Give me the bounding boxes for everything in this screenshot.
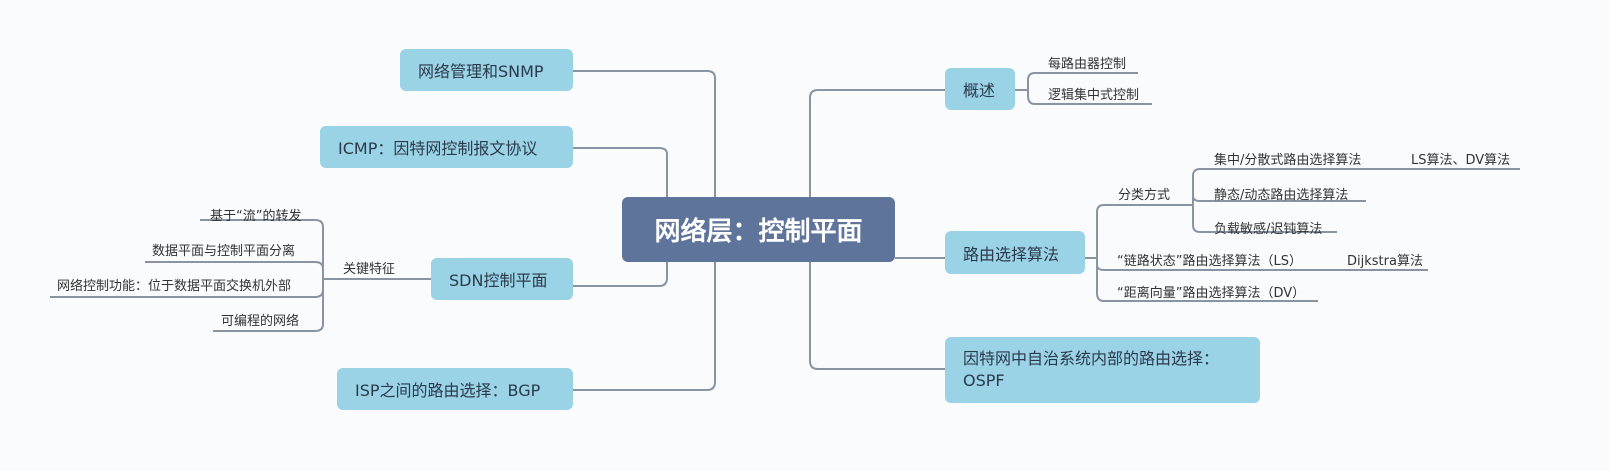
topic-ospf[interactable]: 因特网中自治系统内部的路由选择： OSPF [945,337,1260,403]
ospf-line-1: 因特网中自治系统内部的路由选择： [963,349,1220,368]
dv-algorithm[interactable]: “距离向量”路由选择算法（DV） [1117,286,1306,301]
topic-snmp[interactable]: 网络管理和SNMP [400,49,573,91]
sdn-feature-3[interactable]: 网络控制功能：位于数据平面交换机外部 [57,279,292,294]
sdn-feature-2[interactable]: 数据平面与控制平面分离 [152,244,296,259]
central-topic[interactable]: 网络层：控制平面 [622,197,895,262]
classify-item-2[interactable]: 静态/动态路由选择算法 [1214,188,1349,203]
connector-classify [1096,204,1193,258]
topic-icmp[interactable]: ICMP：因特网控制报文协议 [320,126,573,168]
connector-overview-2 [1027,90,1152,105]
sdn-feature-4[interactable]: 可编程的网络 [221,314,300,329]
classify-sub-item[interactable]: LS算法、DV算法 [1411,153,1511,168]
connector-overview-1 [1015,72,1138,91]
topic-overview[interactable]: 概述 [945,68,1015,110]
connector-snmp [573,70,716,200]
dijkstra-algorithm[interactable]: Dijkstra算法 [1347,254,1423,269]
connector-icmp [573,147,668,200]
sdn-feature-1[interactable]: 基于“流”的转发 [210,209,302,224]
topic-bgp[interactable]: ISP之间的路由选择：BGP [337,368,573,410]
classify-item-3[interactable]: 负载敏感/迟钝算法 [1214,222,1323,237]
ls-algorithm[interactable]: “链路状态”路由选择算法（LS） [1117,254,1302,269]
connector-ospf [809,262,945,370]
classify-item-1[interactable]: 集中/分散式路由选择算法 [1214,153,1362,168]
topic-routing-algorithms[interactable]: 路由选择算法 [945,231,1085,274]
overview-item-1[interactable]: 每路由器控制 [1048,57,1127,72]
connector-sdn [573,262,668,287]
connector-dv [1096,258,1318,302]
connector-bgp [573,262,716,391]
ospf-line-2: OSPF [963,371,1005,390]
sdn-key-features[interactable]: 关键特征 [343,262,396,277]
topic-sdn[interactable]: SDN控制平面 [431,258,573,300]
classify-label[interactable]: 分类方式 [1118,188,1171,203]
connector-overview [809,89,945,200]
overview-item-2[interactable]: 逻辑集中式控制 [1048,88,1140,103]
